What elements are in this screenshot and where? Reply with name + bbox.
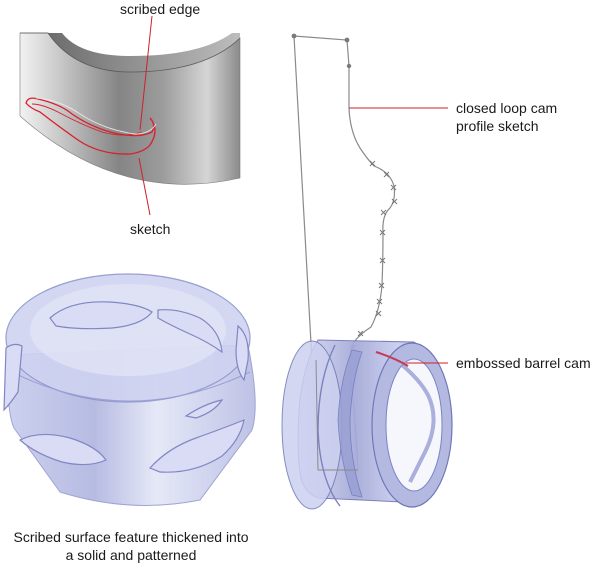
bowl-leaf-feature bbox=[3, 343, 23, 412]
figure-caption: Scribed surface feature thickened into a… bbox=[0, 528, 262, 564]
constraint-mark bbox=[378, 282, 385, 289]
label-closed-loop-line1: closed loop cam bbox=[456, 100, 558, 116]
constraint-mark bbox=[369, 160, 376, 167]
bowl-leaf-feature bbox=[235, 324, 249, 382]
sketch-point bbox=[291, 33, 297, 39]
label-sketch: sketch bbox=[130, 221, 171, 237]
constraint-mark bbox=[383, 171, 390, 178]
barrel-emboss-accent bbox=[375, 351, 409, 367]
constraint-mark bbox=[391, 198, 398, 205]
label-closed-loop-line2: profile sketch bbox=[456, 118, 539, 134]
label-embossed-barrel-cam: embossed barrel cam bbox=[456, 355, 591, 371]
barrel-cam-part bbox=[281, 339, 453, 510]
barrel-mid-band bbox=[317, 344, 341, 507]
cam-profile-points bbox=[291, 33, 352, 69]
constraint-mark bbox=[357, 330, 364, 337]
scribed-band-part bbox=[19, 32, 241, 185]
constraint-mark bbox=[375, 310, 382, 317]
barrel-sketch-trace bbox=[315, 359, 358, 471]
caption-line2: a solid and patterned bbox=[65, 547, 197, 563]
constraint-mark bbox=[380, 209, 387, 216]
constraint-mark bbox=[379, 229, 386, 236]
label-scribed-edge: scribed edge bbox=[120, 1, 201, 17]
cam-profile-constraint-marks bbox=[349, 160, 398, 351]
scribed-edge-curve bbox=[35, 97, 157, 135]
bowl-leaf-feature bbox=[148, 419, 245, 473]
caption-line1: Scribed surface feature thickened into bbox=[13, 529, 249, 545]
leaf-sketch-inner bbox=[31, 103, 143, 136]
barrel-left-end bbox=[281, 340, 343, 510]
bowl-leaf-feature bbox=[184, 399, 224, 419]
callout-line-scribed-edge bbox=[139, 15, 153, 131]
sketch-point bbox=[344, 37, 350, 43]
constraint-mark bbox=[390, 184, 397, 191]
scribed-bowl-part bbox=[3, 273, 256, 506]
barrel-inner-cam-lobe bbox=[400, 363, 436, 483]
band-top-edge bbox=[20, 32, 241, 73]
bowl-leaf-feature bbox=[18, 433, 107, 466]
constraint-mark bbox=[376, 298, 383, 305]
bowl-inner-edge bbox=[11, 371, 251, 402]
barrel-cam-groove bbox=[337, 349, 363, 498]
constraint-mark bbox=[379, 257, 386, 264]
sketch-point bbox=[346, 63, 352, 69]
band-inner-surface bbox=[48, 33, 240, 72]
bowl-leaf-feature bbox=[49, 301, 153, 330]
bowl-leaf-feature bbox=[157, 309, 223, 354]
leaf-sketch-outer bbox=[25, 97, 156, 155]
callout-line-sketch bbox=[138, 157, 151, 216]
